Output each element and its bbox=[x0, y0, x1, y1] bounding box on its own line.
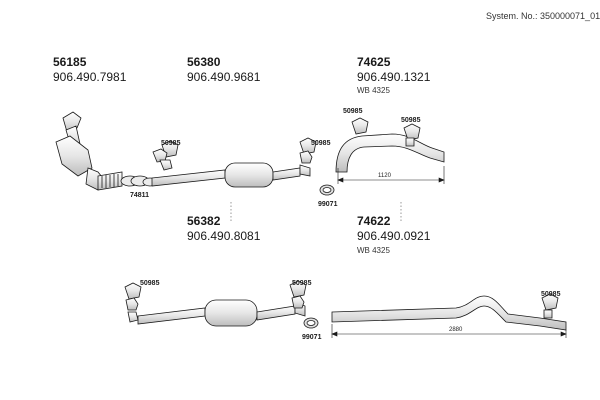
callout-mount-upper-tail-right: 50985 bbox=[401, 117, 421, 124]
rubber-mount-group-lower-left bbox=[124, 282, 142, 323]
callout-mount-lower-left: 50985 bbox=[140, 280, 160, 287]
part-number-74625: 74625 bbox=[357, 55, 391, 69]
callout-mount-lower-right: 50985 bbox=[292, 280, 312, 287]
callout-mount-upper-tail-left: 50985 bbox=[343, 108, 363, 115]
dimension-line-upper bbox=[337, 166, 445, 184]
part-code-56382: 906.490.8081 bbox=[187, 229, 261, 243]
part-number-56382: 56382 bbox=[187, 214, 221, 228]
callout-mount-upper-left: 50985 bbox=[161, 140, 181, 147]
callout-ring-lower: 99071 bbox=[302, 334, 322, 341]
middle-silencer-part-lower bbox=[137, 299, 306, 327]
rubber-mount-group-lower-tail bbox=[541, 293, 559, 319]
callout-ring-upper: 99071 bbox=[318, 201, 338, 208]
part-number-74622: 74622 bbox=[357, 214, 391, 228]
callout-clamp: 74811 bbox=[130, 192, 150, 199]
dimension-label-upper: 1120 bbox=[378, 173, 391, 179]
system-number: System. No.: 350000071_01 bbox=[486, 11, 600, 21]
rubber-mount-group-upper-right bbox=[299, 137, 317, 164]
catalytic-converter-part bbox=[55, 111, 123, 191]
part-code-56185: 906.490.7981 bbox=[53, 70, 127, 84]
callout-mount-lower-tail: 50985 bbox=[541, 291, 561, 298]
part-note-74625: WB 4325 bbox=[357, 86, 390, 95]
callout-mount-upper-right: 50985 bbox=[311, 140, 331, 147]
part-number-56380: 56380 bbox=[187, 55, 221, 69]
tail-pipe-part-upper bbox=[335, 133, 445, 173]
part-code-74622: 906.490.0921 bbox=[357, 229, 431, 243]
rubber-mount-group-upper-left bbox=[152, 140, 179, 171]
part-code-56380: 906.490.9681 bbox=[187, 70, 261, 84]
part-number-56185: 56185 bbox=[53, 55, 87, 69]
sealing-ring-part-lower bbox=[303, 317, 319, 329]
part-note-74622: WB 4325 bbox=[357, 246, 390, 255]
tail-pipe-part-lower bbox=[331, 295, 567, 331]
dimension-label-lower: 2880 bbox=[449, 327, 463, 333]
dimension-line-lower bbox=[331, 324, 567, 338]
rubber-mount-group-upper-tail bbox=[351, 117, 421, 147]
rubber-mount-group-lower-right bbox=[289, 280, 307, 309]
sealing-ring-part-upper bbox=[319, 184, 335, 196]
part-code-74625: 906.490.1321 bbox=[357, 70, 431, 84]
middle-silencer-part-upper bbox=[151, 162, 311, 188]
